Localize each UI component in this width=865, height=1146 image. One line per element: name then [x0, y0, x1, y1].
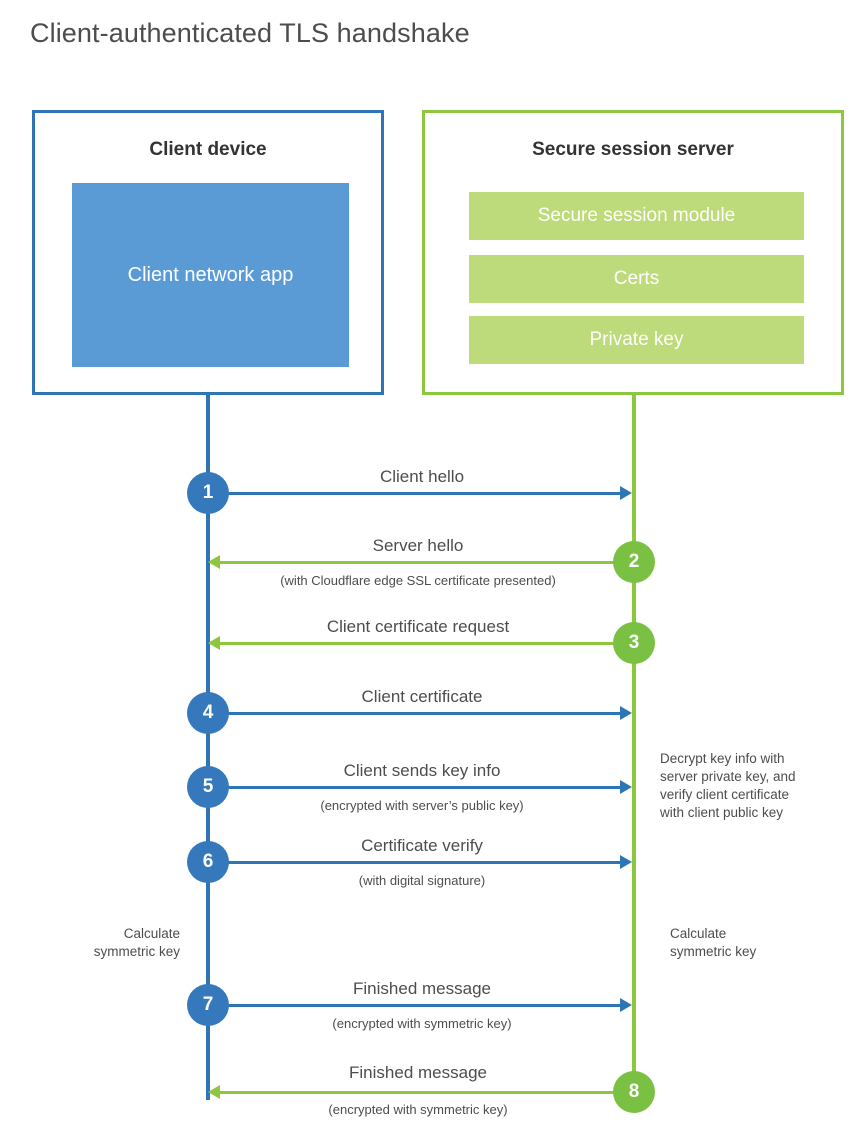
- client-calculate-symmetric-key-note: Calculate symmetric key: [60, 925, 180, 961]
- client-calculate-line-1: Calculate: [123, 926, 180, 941]
- client-network-app-block: Client network app: [72, 183, 349, 367]
- step-4-badge: 4: [187, 692, 229, 734]
- client-calculate-line-2: symmetric key: [93, 944, 180, 959]
- step-8-badge: 8: [613, 1071, 655, 1113]
- step-3-arrow-head-icon: [208, 636, 220, 650]
- server-lifeline: [632, 394, 636, 1094]
- step-8-sublabel: (encrypted with symmetric key): [328, 1102, 508, 1117]
- server-calculate-symmetric-key-note: Calculate symmetric key: [670, 925, 810, 961]
- step-6-arrow-head-icon: [620, 855, 632, 869]
- step-7-arrow-line: [208, 1004, 622, 1007]
- step-5-sublabel: (encrypted with server’s public key): [320, 798, 524, 813]
- step-4-arrow-line: [208, 712, 622, 715]
- step-6-label: Certificate verify: [361, 836, 483, 855]
- server-component-secure-session-module: Secure session module: [469, 192, 804, 240]
- step-7-label: Finished message: [353, 979, 491, 998]
- step-6-sublabel: (with digital signature): [358, 873, 486, 888]
- page-title: Client-authenticated TLS handshake: [30, 18, 470, 48]
- step-8-arrow-line: [220, 1091, 634, 1094]
- step-6-badge: 6: [187, 841, 229, 883]
- step-1-label: Client hello: [379, 467, 465, 486]
- step-4-arrow-head-icon: [620, 706, 632, 720]
- server-decrypt-note: Decrypt key info with server private key…: [660, 751, 796, 820]
- server-calculate-line-2: symmetric key: [670, 944, 757, 959]
- step-2-arrow-head-icon: [208, 555, 220, 569]
- step-2-badge: 2: [613, 541, 655, 583]
- step-5-badge: 5: [187, 766, 229, 808]
- step-2-label: Server hello: [372, 536, 464, 555]
- server-component-private-key: Private key: [469, 316, 804, 364]
- step-8-arrow-head-icon: [208, 1085, 220, 1099]
- step-8-label: Finished message: [349, 1063, 487, 1082]
- step-3-arrow-line: [220, 642, 634, 645]
- step-1-arrow-head-icon: [620, 486, 632, 500]
- secure-session-server-title: Secure session server: [532, 139, 734, 160]
- step-2-arrow-line: [220, 561, 634, 564]
- step-2-sublabel: (with Cloudflare edge SSL certificate pr…: [280, 573, 556, 588]
- server-calculate-line-1: Calculate: [670, 926, 727, 941]
- step-7-badge: 7: [187, 984, 229, 1026]
- step-7-arrow-head-icon: [620, 998, 632, 1012]
- secure-session-server-box: Secure session server Secure session mod…: [422, 110, 844, 395]
- step-4-label: Client certificate: [361, 687, 483, 706]
- step-6-arrow-line: [208, 861, 622, 864]
- step-3-badge: 3: [613, 622, 655, 664]
- step-5-arrow-line: [208, 786, 622, 789]
- client-lifeline: [206, 394, 210, 1100]
- step-1-arrow-line: [208, 492, 622, 495]
- step-3-label: Client certificate request: [326, 617, 510, 636]
- step-5-arrow-head-icon: [620, 780, 632, 794]
- client-device-box: Client device Client network app: [32, 110, 384, 395]
- step-5-label: Client sends key info: [343, 761, 501, 780]
- server-component-certs: Certs: [469, 255, 804, 303]
- step-1-badge: 1: [187, 472, 229, 514]
- client-device-title: Client device: [149, 139, 267, 160]
- step-7-sublabel: (encrypted with symmetric key): [332, 1016, 512, 1031]
